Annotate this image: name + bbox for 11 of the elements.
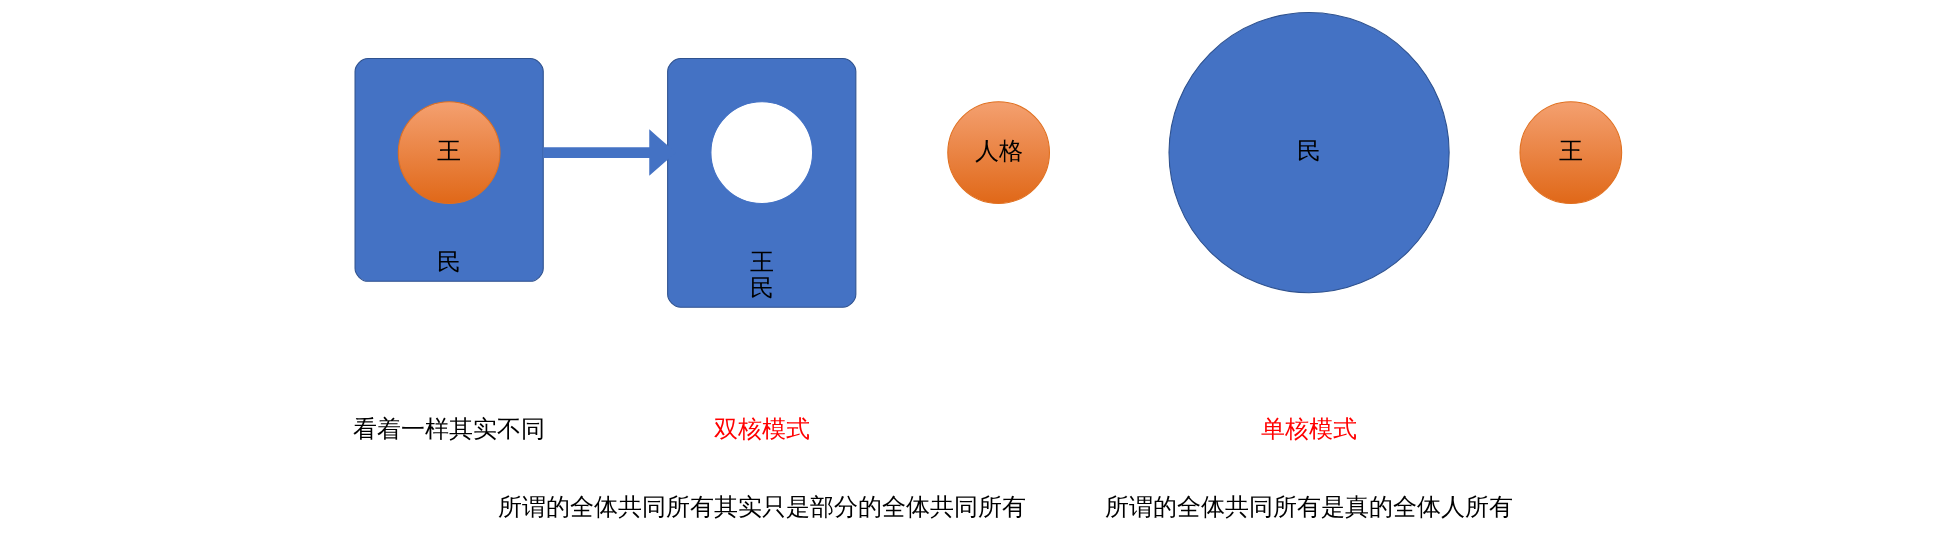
node-circle (709, 101, 813, 204)
label: 所谓的全体共同所有其实只是部分的全体共同所有 (497, 493, 1026, 522)
cluster: 王 民 (666, 57, 856, 308)
node-circle: 人格 (946, 101, 1050, 204)
label: 所谓的全体共同所有是真的全体人所有 (1104, 493, 1513, 522)
node-circle: 民 (1167, 12, 1450, 294)
label: 双核模式 (713, 415, 810, 444)
label: 看着一样其实不同 (352, 415, 545, 444)
label: 单核模式 (1260, 415, 1357, 444)
node-circle: 王 (1518, 101, 1622, 204)
node-circle: 王 (397, 101, 501, 204)
